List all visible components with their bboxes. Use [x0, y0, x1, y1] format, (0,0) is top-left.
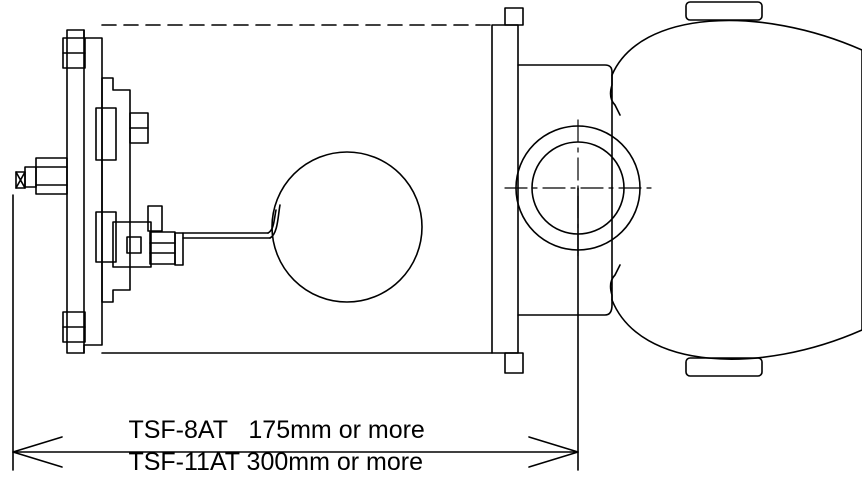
min-distance: 175mm or more: [248, 416, 425, 444]
cover-flange: [62, 29, 103, 354]
inner-cover: [95, 77, 149, 303]
air-vent: [15, 157, 68, 195]
main-body: [101, 7, 524, 374]
right-housing: [611, 1, 862, 377]
float-ball: [271, 151, 423, 303]
min-distance: 300mm or more: [246, 448, 423, 476]
valve-mechanism: [112, 204, 281, 268]
dimension-label-tsf-8at: TSF-8AT 175mm or more: [115, 393, 425, 444]
model-name: TSF-11AT: [128, 448, 240, 476]
dimension-label-tsf-11at: TSF-11AT 300mm or more: [115, 425, 423, 475]
dimension-lines: [12, 187, 579, 471]
model-name: TSF-8AT: [128, 416, 228, 444]
outlet-port: [504, 64, 656, 316]
